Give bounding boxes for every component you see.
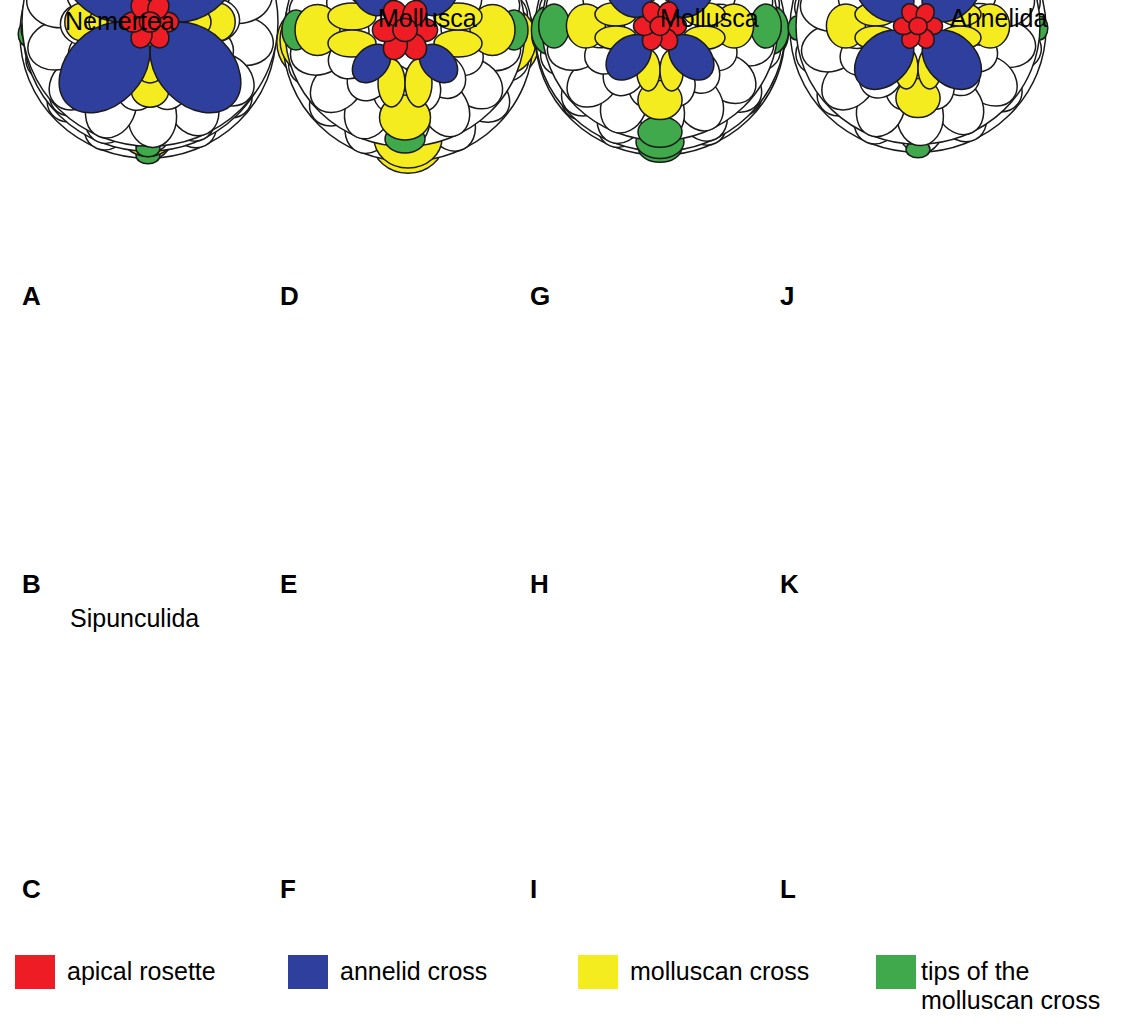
panel-letter: L: [780, 875, 796, 904]
embryo: [22, 0, 278, 148]
embryo: [277, 0, 539, 173]
embryo: [282, 0, 528, 153]
panel-letter: D: [280, 282, 299, 311]
cell: [23, 0, 273, 151]
embryo: [788, 0, 1048, 158]
cell: [283, 0, 533, 161]
legend-text: annelid cross: [340, 957, 570, 986]
panel-letter: E: [280, 570, 297, 599]
cell: [542, 0, 778, 141]
legend-text: apical rosette: [67, 957, 287, 986]
cell: [285, 0, 525, 146]
legend-swatch: [578, 955, 618, 989]
panel-letter: F: [280, 875, 296, 904]
taxon-name: Mollusca: [660, 5, 759, 33]
panel-letter: A: [22, 282, 41, 311]
panel-letter: C: [22, 875, 41, 904]
cell: [909, 17, 927, 34]
panel-letter: J: [780, 282, 794, 311]
embryo: [532, 0, 789, 162]
panel-letter: I: [530, 875, 537, 904]
taxon-name: Sipunculida: [70, 605, 199, 633]
embryo: [531, 0, 788, 159]
legend-swatch: [876, 955, 916, 989]
panel-letter: B: [22, 570, 41, 599]
panel-letter: H: [530, 570, 549, 599]
taxon-name: Mollusca: [378, 5, 477, 33]
cell: [20, 0, 276, 158]
legend-text: molluscan cross: [630, 957, 870, 986]
legend-swatch: [15, 955, 55, 989]
cell: [539, 4, 570, 48]
cell: [535, 0, 785, 151]
panel-letter: K: [780, 570, 799, 599]
embryo: [18, 0, 278, 164]
embryo: [280, 0, 536, 168]
embryo: [539, 0, 782, 147]
cell: [286, 0, 530, 160]
legend-swatch: [288, 955, 328, 989]
taxon-name: Nemertea: [65, 8, 175, 36]
cell: [638, 116, 682, 147]
taxon-name: Annelida: [950, 5, 1047, 33]
embryo: [21, 0, 275, 157]
panel-letter: G: [530, 282, 550, 311]
cell: [535, 0, 785, 155]
legend-text: tips of the molluscan cross: [921, 957, 1136, 1015]
